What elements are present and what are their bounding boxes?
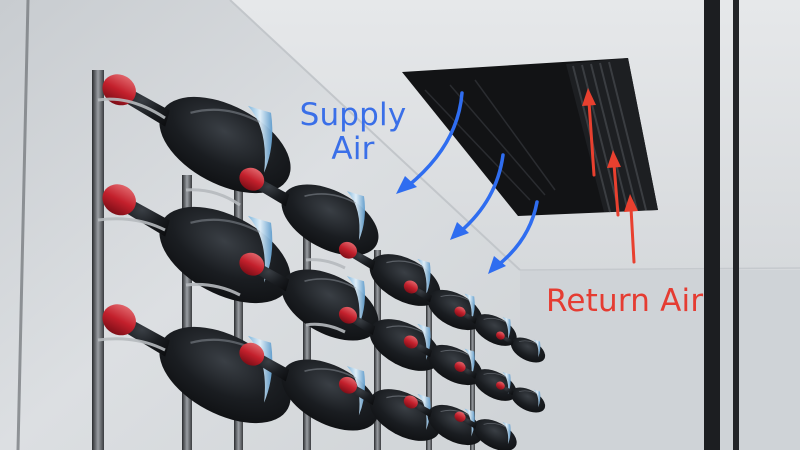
return-air-label: Return Air: [546, 283, 704, 319]
curved-down-arrow-icon: [488, 200, 539, 274]
ceiling-vent: [402, 58, 658, 216]
up-arrow-icon: [582, 88, 596, 177]
supply-air-label-line1: Supply: [299, 97, 407, 133]
curved-down-arrow-icon: [396, 91, 464, 194]
supply-air-label-line2: Air: [331, 131, 375, 167]
return-air-arrows: [582, 88, 638, 264]
up-arrow-icon: [624, 194, 638, 264]
supply-air-arrows: [396, 91, 539, 274]
supply-air-label: Supply Air: [290, 98, 416, 166]
up-arrow-icon: [607, 150, 621, 217]
curved-down-arrow-icon: [450, 153, 505, 240]
